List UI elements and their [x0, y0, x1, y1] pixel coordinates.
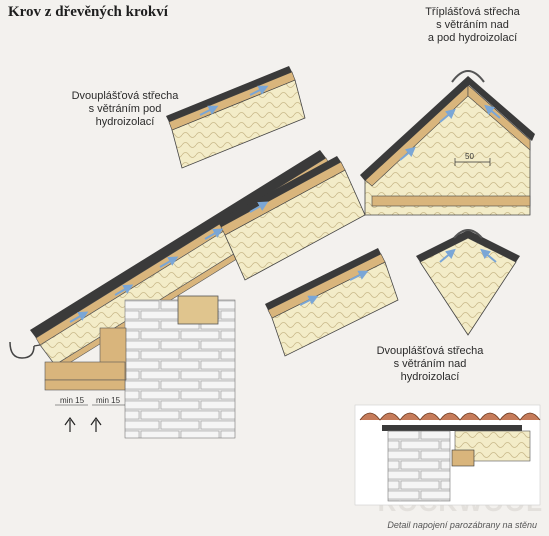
ridge-three-layer	[360, 70, 535, 216]
ventilation-arrows	[69, 85, 501, 323]
ridge-two-layer	[416, 229, 520, 336]
eave-inlet-arrows	[55, 404, 125, 432]
label-line: Tříplášťová střecha	[425, 6, 520, 18]
dimension-left: min 15	[60, 396, 85, 405]
label-three-layer: Tříplášťová střecha s větráním nad a pod…	[400, 6, 545, 45]
gutter	[9, 341, 41, 359]
label-line: s větráním nad	[436, 19, 509, 31]
label-line: Dvouplášťová střecha	[71, 90, 179, 102]
label-line: s větráním nad	[393, 358, 467, 370]
mid-roof-detail	[217, 156, 366, 281]
label-line: hydroizolací	[400, 371, 460, 383]
dimension-right: min 15	[96, 396, 121, 405]
label-line: a pod hydroizolací	[427, 32, 518, 44]
eave-detail	[354, 404, 541, 506]
masonry-wall	[44, 295, 236, 439]
label-line: s větráním pod	[88, 103, 162, 115]
ridge-gap-value: 50	[465, 152, 474, 161]
page-title: Krov z dřevěných krokví	[8, 4, 168, 20]
lower-right-roof-detail	[265, 248, 399, 357]
detail-caption: Detail napojení parozábrany na stěnu	[387, 520, 537, 530]
ridge-gap-dimension	[454, 158, 491, 166]
label-line: hydroizolací	[95, 116, 155, 128]
label-two-layer-vent-over: Dvouplášťová střecha s větráním nad hydr…	[355, 345, 505, 384]
label-two-layer-vent-under: Dvouplášťová střecha s větráním pod hydr…	[50, 90, 200, 129]
label-line: Dvouplášťová střecha	[376, 345, 484, 357]
